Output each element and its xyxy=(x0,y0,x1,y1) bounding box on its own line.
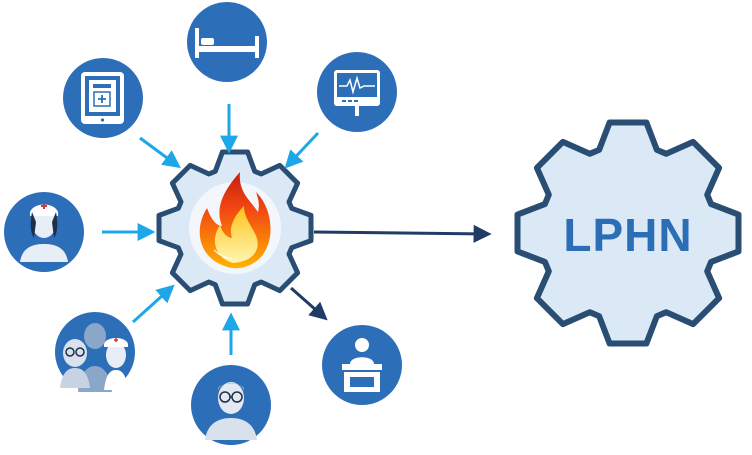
flame-icon xyxy=(199,172,271,269)
lphn-gear-outline xyxy=(514,119,742,347)
inflow-arrows xyxy=(102,104,320,355)
arrow-team-to-center xyxy=(131,284,175,324)
lphn-gear-shape xyxy=(514,119,742,347)
lphn-gear xyxy=(514,119,742,347)
lphn-label: LPHN xyxy=(563,209,693,261)
arrow-center-to-lphn xyxy=(313,224,492,243)
reception-desk-icon xyxy=(322,325,402,405)
hospital-bed-icon xyxy=(187,2,267,82)
arrow-tablet-to-center xyxy=(139,136,181,169)
care-team-icon xyxy=(55,312,135,392)
arrow-monitor-to-center xyxy=(284,131,320,169)
center-gear xyxy=(156,149,314,307)
elderly-patient-icon xyxy=(191,365,271,445)
vital-monitor-icon xyxy=(317,52,397,132)
nurse-icon xyxy=(4,192,84,272)
outflow-arrows xyxy=(290,224,492,321)
tablet-chart-icon xyxy=(63,58,143,138)
arrow-center-to-desk xyxy=(290,286,328,321)
